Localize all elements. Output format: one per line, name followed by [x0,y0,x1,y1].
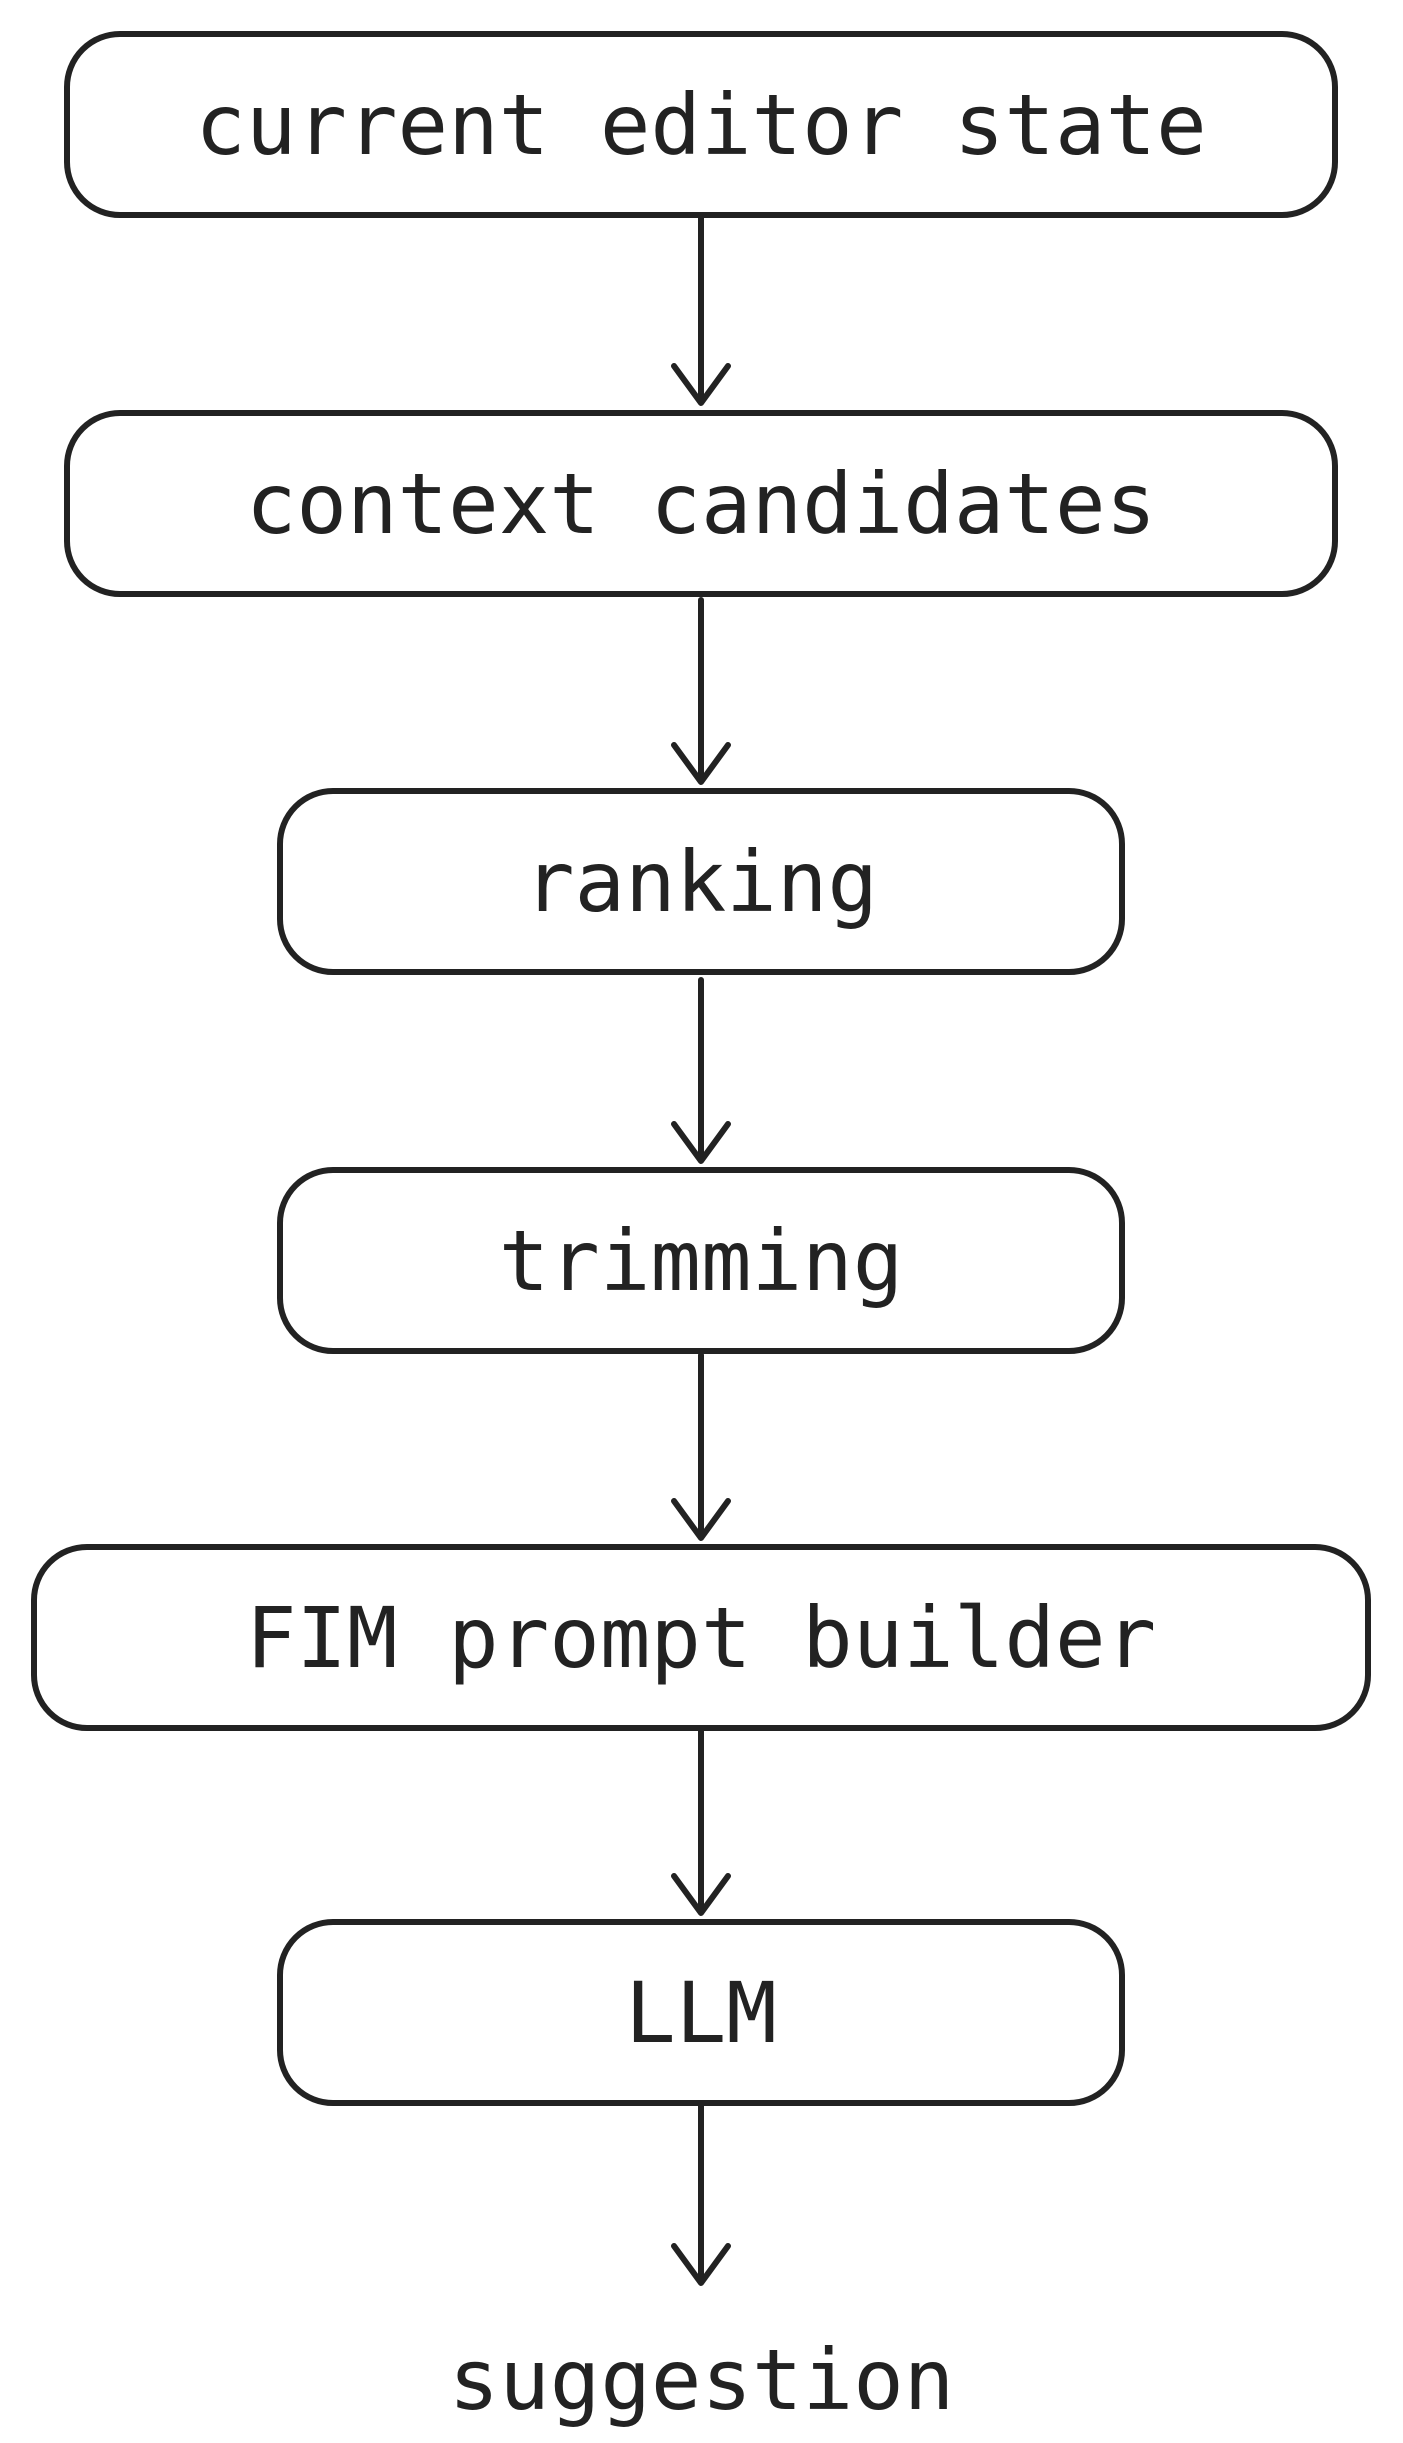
node-label: ranking [523,832,878,931]
node-label: FIM prompt builder [245,1588,1157,1687]
node-label: trimming [498,1211,904,1310]
node-label: LLM [625,1963,777,2062]
arrow-trimming-to-fim [671,1352,731,1541]
node-label: current editor state [195,75,1207,174]
arrow-editor-to-candidates [671,215,731,406]
node-fim-prompt-builder: FIM prompt builder [31,1544,1371,1731]
node-ranking: ranking [277,788,1125,975]
node-llm: LLM [277,1919,1125,2106]
arrow-ranking-to-trimming [671,977,731,1164]
node-current-editor-state: current editor state [64,31,1338,218]
arrow-llm-to-suggestion [671,2103,731,2286]
node-context-candidates: context candidates [64,410,1338,597]
output-suggestion-label: suggestion [448,2331,955,2429]
arrow-fim-to-llm [671,1728,731,1916]
arrow-candidates-to-ranking [671,597,731,785]
node-trimming: trimming [277,1167,1125,1354]
node-label: context candidates [245,454,1157,553]
